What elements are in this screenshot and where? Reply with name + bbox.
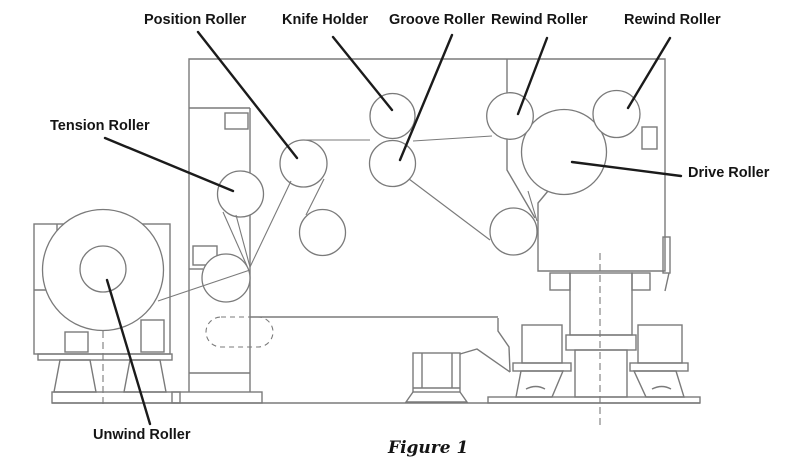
groove-roller-circle bbox=[368, 139, 417, 188]
drive-roller-leader-line bbox=[570, 160, 683, 178]
right-base-plate bbox=[487, 396, 701, 404]
right-bracket-foot bbox=[664, 272, 670, 292]
tension-roller-circle bbox=[216, 170, 265, 218]
right-bracket bbox=[662, 236, 671, 274]
left-leg-box bbox=[521, 324, 563, 364]
knife-holder-circle bbox=[369, 92, 416, 140]
web-guide-to-drive bbox=[527, 190, 538, 222]
label-rewind-roller-1: Rewind Roller bbox=[491, 12, 588, 28]
leader-lines-layer bbox=[103, 30, 683, 426]
label-groove-roller: Groove Roller bbox=[389, 12, 485, 28]
groove-roller-leader-line bbox=[398, 33, 454, 162]
pillar-column bbox=[574, 349, 628, 398]
rewind-roller-2-leader-line bbox=[626, 36, 672, 110]
dashed-guide-capsule bbox=[205, 316, 274, 348]
left-leg-lip bbox=[512, 362, 572, 372]
pillar-left-tab bbox=[549, 272, 571, 291]
label-position-roller: Position Roller bbox=[144, 12, 247, 28]
unwind-feet bbox=[53, 359, 167, 393]
figure-caption: Figure 1 bbox=[388, 438, 469, 458]
left-column bbox=[189, 107, 251, 392]
pillar-upper bbox=[569, 272, 633, 336]
unwind-box-left bbox=[64, 331, 89, 353]
web-nip-to-rewind1 bbox=[412, 135, 493, 142]
label-knife-holder: Knife Holder bbox=[282, 12, 369, 28]
right-leg-foot bbox=[632, 370, 685, 398]
right-leg-box bbox=[637, 324, 683, 364]
label-tension-roller: Tension Roller bbox=[50, 118, 150, 134]
machine-bed bbox=[250, 316, 511, 373]
label-drive-roller: Drive Roller bbox=[688, 165, 770, 181]
knife-holder-leader-line bbox=[331, 35, 394, 112]
label-unwind-roller: Unwind Roller bbox=[93, 427, 191, 443]
web-tension-to-corner-a bbox=[222, 211, 248, 267]
pillar-collar bbox=[565, 334, 637, 351]
rewind-roller-1-circle bbox=[486, 92, 534, 140]
right-panel-box bbox=[641, 126, 658, 150]
machine-frame bbox=[33, 58, 701, 404]
web-corner-to-position bbox=[249, 180, 292, 268]
unwind-box-right bbox=[140, 319, 165, 353]
unwind-roller-leader-line bbox=[105, 278, 152, 426]
column-top-box bbox=[224, 112, 249, 130]
lower-center-box bbox=[412, 352, 461, 393]
pillar-right-tab bbox=[631, 272, 651, 291]
main-frame-outline bbox=[188, 58, 666, 392]
label-rewind-roller-2: Rewind Roller bbox=[624, 12, 721, 28]
lower-center-box-detail bbox=[404, 348, 511, 403]
left-base-plate bbox=[171, 391, 263, 404]
left-leg-foot bbox=[515, 370, 565, 398]
right-leg-lip bbox=[629, 362, 689, 372]
unwind-base-plate bbox=[51, 391, 181, 404]
lower-guide-roller-circle bbox=[298, 208, 347, 257]
web-groove-to-guide bbox=[408, 178, 491, 241]
unwind-core-circle bbox=[79, 245, 127, 293]
position-roller-leader-line bbox=[196, 30, 299, 160]
web-path bbox=[157, 135, 538, 302]
tension-roller-leader-line bbox=[103, 136, 235, 193]
rollers bbox=[41, 89, 641, 332]
unwind-rail bbox=[37, 353, 173, 361]
drive-roller-circle bbox=[520, 108, 608, 196]
rewind-roller-2-circle bbox=[592, 89, 641, 139]
guide-roller-circle bbox=[489, 207, 538, 256]
rewind-roller-1-leader-line bbox=[516, 36, 549, 116]
web-tension-to-corner-b bbox=[235, 214, 251, 268]
web-position-to-lower-guide bbox=[305, 178, 325, 216]
web-unwind-to-feed bbox=[157, 269, 251, 302]
